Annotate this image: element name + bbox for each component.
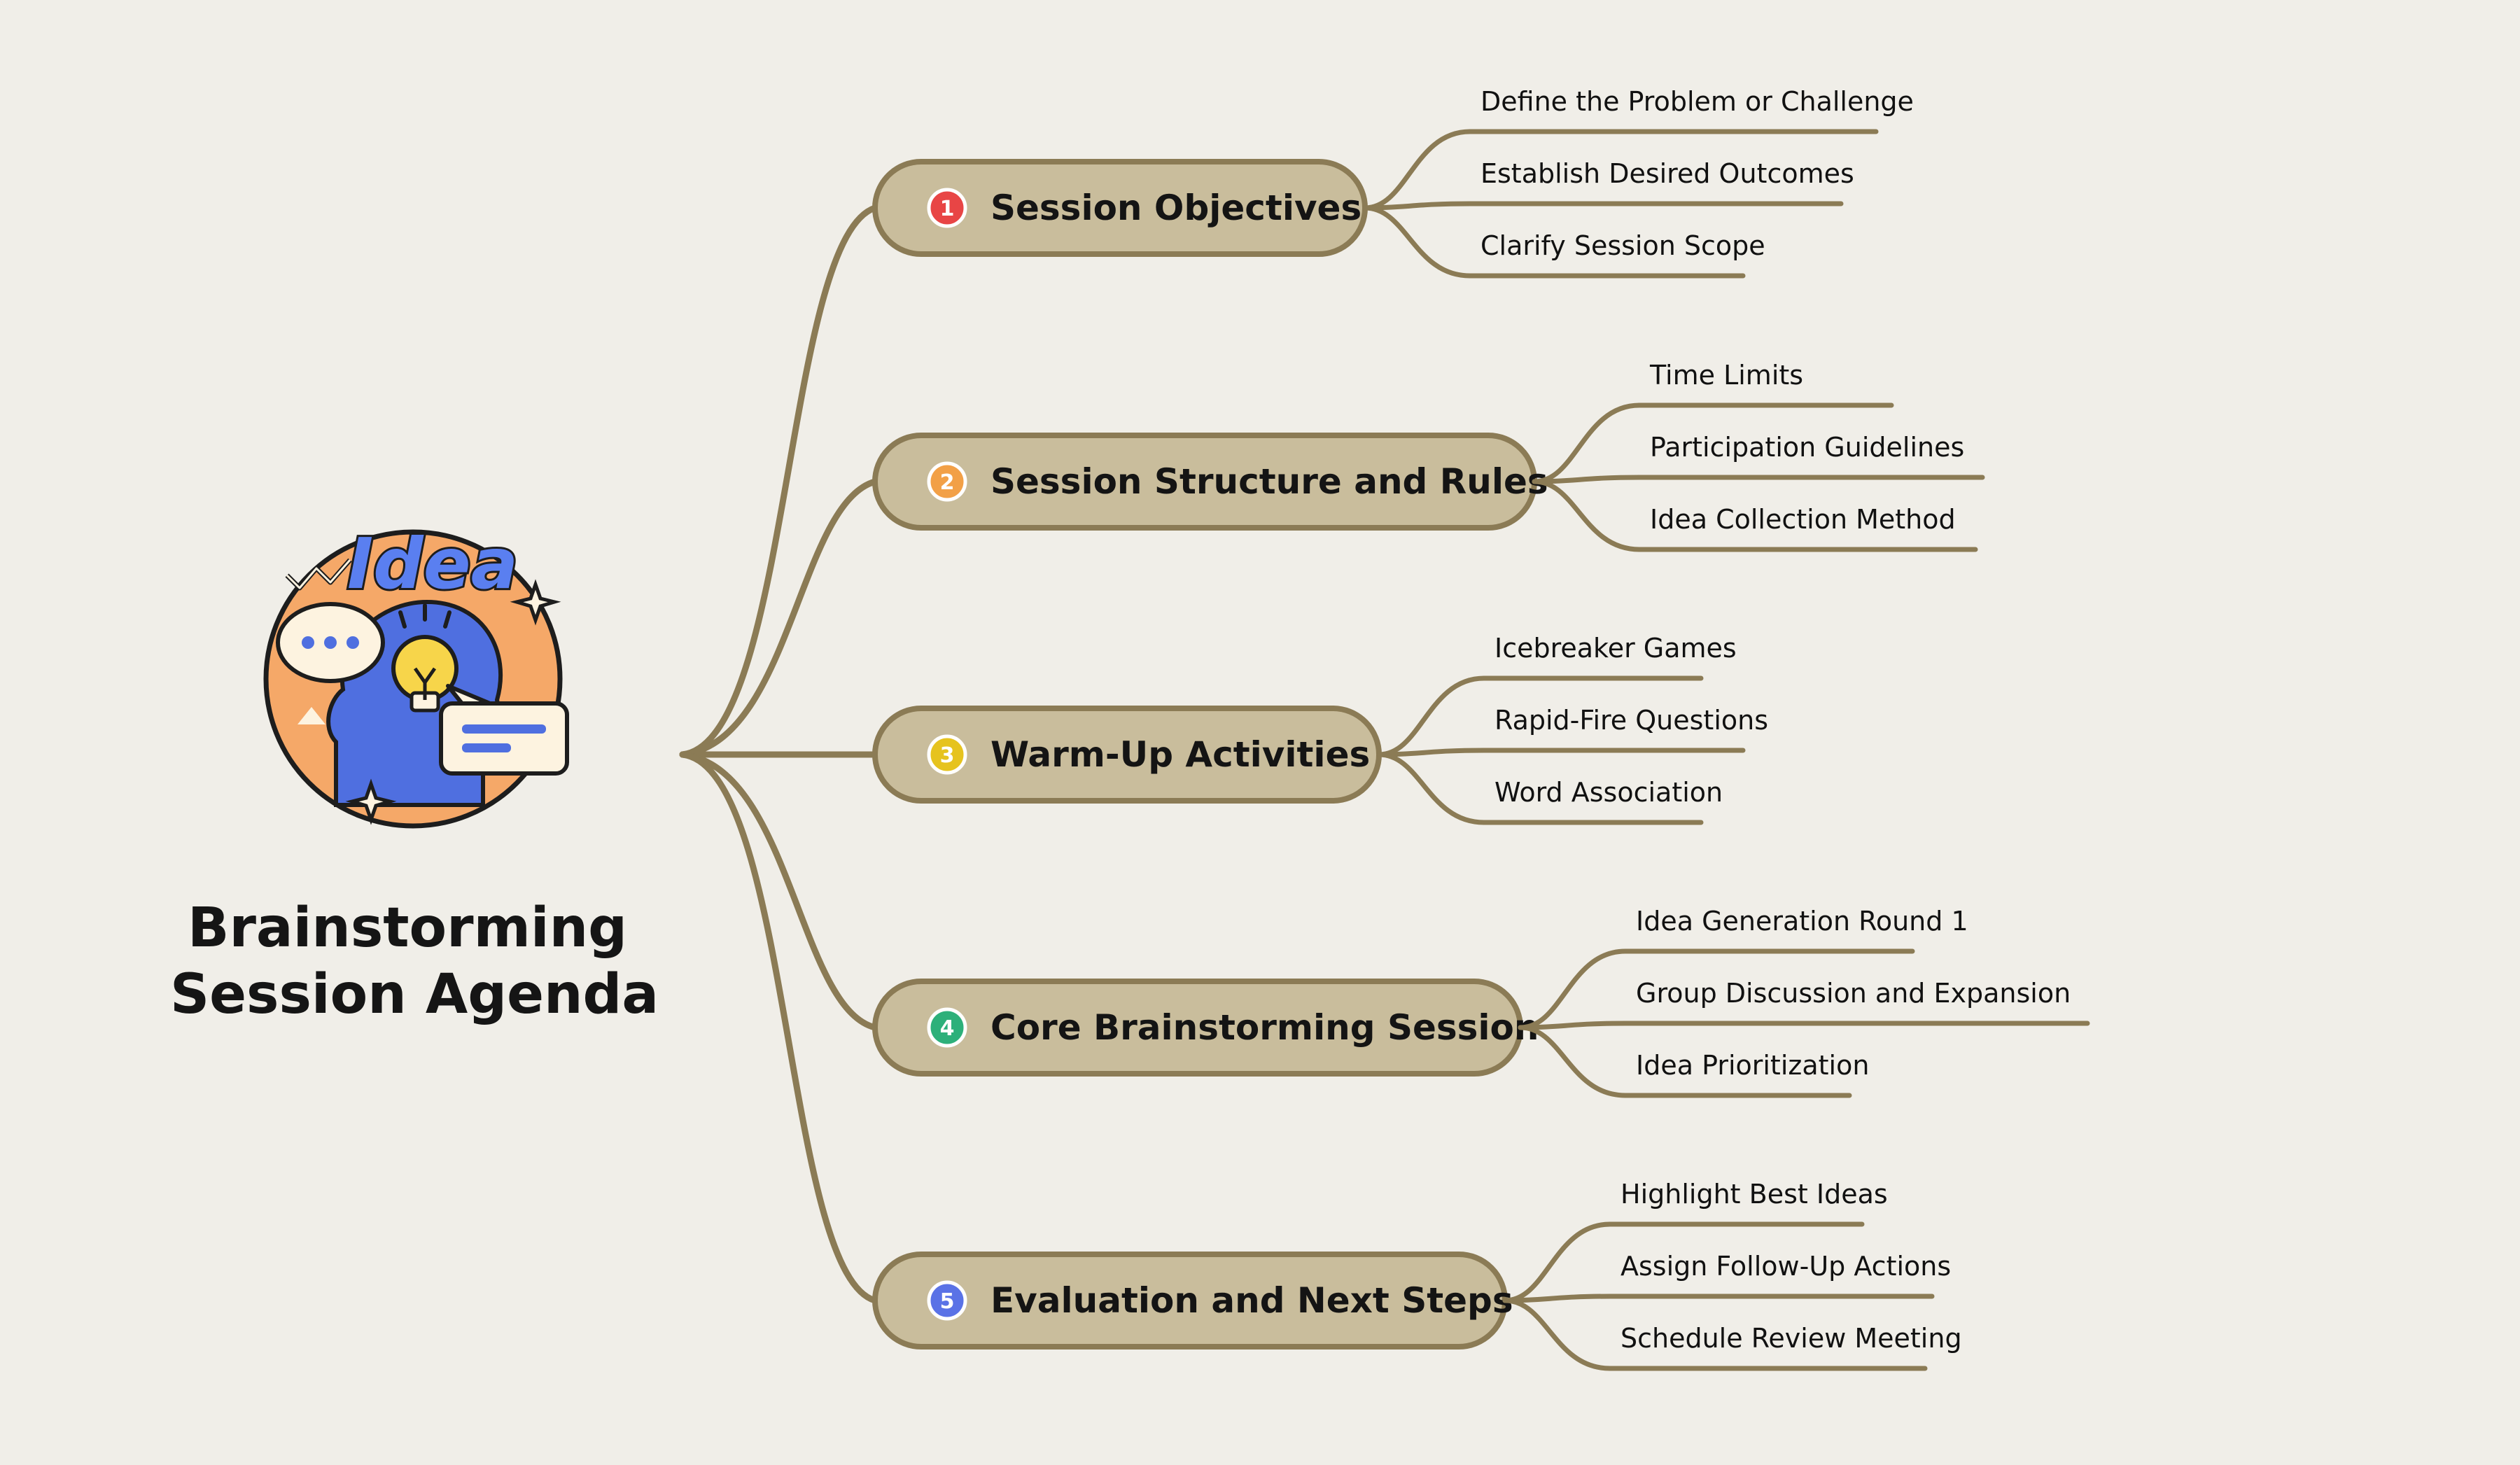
leaf-node: Rapid-Fire Questions [1376,705,1768,757]
chat-card-icon [439,684,569,776]
leaf-connector [1376,752,1487,825]
leaf-label[interactable]: Clarify Session Scope [1480,230,1765,261]
number-badge-text: 3 [940,743,955,768]
leaf-label[interactable]: Participation Guidelines [1650,432,1964,463]
leaf-node: Highlight Best Ideas [1502,1179,1888,1303]
leaf-connector [1376,675,1487,757]
leaf-node: Time Limits [1532,360,1894,484]
branch-label: Session Structure and Rules [990,461,1548,502]
leaf-label[interactable]: Icebreaker Games [1494,633,1737,664]
trunk-connectors [679,204,882,1304]
leaf-label[interactable]: Assign Follow-Up Actions [1620,1251,1951,1282]
leaf-node: Schedule Review Meeting [1502,1298,1962,1371]
leaf-label[interactable]: Idea Generation Round 1 [1636,906,1968,937]
idea-logo-icon: Idea [263,521,569,829]
star-icon [345,778,397,825]
leaf-label[interactable]: Group Discussion and Expansion [1636,978,2071,1009]
leaf-label[interactable]: Define the Problem or Challenge [1480,86,1914,117]
leaf-connector [1532,402,1642,484]
leaf-node: Idea Collection Method [1532,479,1978,552]
leaf-connector [1532,479,1642,552]
leaf-connector [1362,201,1473,211]
root-title-line-1: Brainstorming [188,897,627,960]
leaf-connector [1362,129,1473,211]
speech-bubble-icon [276,602,385,683]
connector-branch-4 [679,751,878,1031]
branch-label: Core Brainstorming Session [990,1007,1539,1048]
leaf-connector [1502,1221,1613,1303]
leaf-connector [1502,1294,1613,1303]
leaf-connector [1532,475,1642,484]
leaf-label[interactable]: Rapid-Fire Questions [1494,705,1768,736]
branch-label: Session Objectives [990,188,1362,228]
number-badge-icon [927,461,967,502]
logo-idea-text: Idea [347,523,518,605]
leaf-label[interactable]: Idea Collection Method [1650,504,1956,535]
leaf-connector [1518,1021,1628,1030]
leaf-node: Idea Generation Round 1 [1518,906,1968,1030]
branches-group: 1 Session Objectives Define the Problem or… [872,86,2090,1371]
leaf-connector [1518,1025,1628,1098]
leaf-label[interactable]: Idea Prioritization [1636,1050,1869,1081]
branch-node: 2 Session Structure and Rules Time LimitsP… [872,360,1985,552]
star-icon [510,579,561,626]
leaf-node: Icebreaker Games [1376,633,1737,757]
leaf-connector [1362,205,1473,279]
leaf-node: Establish Desired Outcomes [1362,158,1854,211]
leaf-label[interactable]: Schedule Review Meeting [1620,1323,1962,1354]
branch-label: Warm-Up Activities [990,734,1370,775]
leaf-connector [1502,1298,1613,1371]
number-badge-text: 2 [940,470,955,495]
number-badge-icon [927,188,967,228]
number-badge-icon [927,1007,967,1048]
arrow-up-icon [298,707,326,724]
leaf-node: Define the Problem or Challenge [1362,86,1914,211]
leaf-node: Participation Guidelines [1532,432,1985,484]
number-badge-text: 1 [940,197,955,221]
branch-node: 5 Evaluation and Next Steps Highlight Best… [872,1179,1962,1371]
connector-branch-1 [679,204,878,758]
leaf-label[interactable]: Word Association [1494,777,1723,808]
branch-node: 3 Warm-Up Activities Icebreaker GamesRapid… [872,633,1768,825]
connector-branch-2 [679,478,878,758]
leaf-node: Word Association [1376,752,1723,825]
leaf-label[interactable]: Highlight Best Ideas [1620,1179,1888,1210]
branch-label: Evaluation and Next Steps [990,1280,1513,1321]
leaf-node: Assign Follow-Up Actions [1502,1251,1951,1303]
connector-branch-5 [679,751,878,1304]
branch-node: 1 Session Objectives Define the Problem or… [872,86,1914,279]
leaf-label[interactable]: Establish Desired Outcomes [1480,158,1854,189]
leaf-label[interactable]: Time Limits [1649,360,1803,391]
lightbulb-icon [391,603,458,713]
branch-node: 4 Core Brainstorming Session Idea Generati… [872,906,2090,1098]
leaf-connector [1518,948,1628,1030]
leaf-node: Idea Prioritization [1518,1025,1869,1098]
number-badge-icon [927,1280,967,1321]
number-badge-icon [927,734,967,775]
number-badge-text: 4 [940,1016,955,1041]
leaf-node: Clarify Session Scope [1362,205,1765,279]
root-title-line-2: Session Agenda [170,963,659,1026]
leaf-node: Group Discussion and Expansion [1518,978,2090,1030]
leaf-connector [1376,748,1487,757]
number-badge-text: 5 [940,1289,955,1314]
